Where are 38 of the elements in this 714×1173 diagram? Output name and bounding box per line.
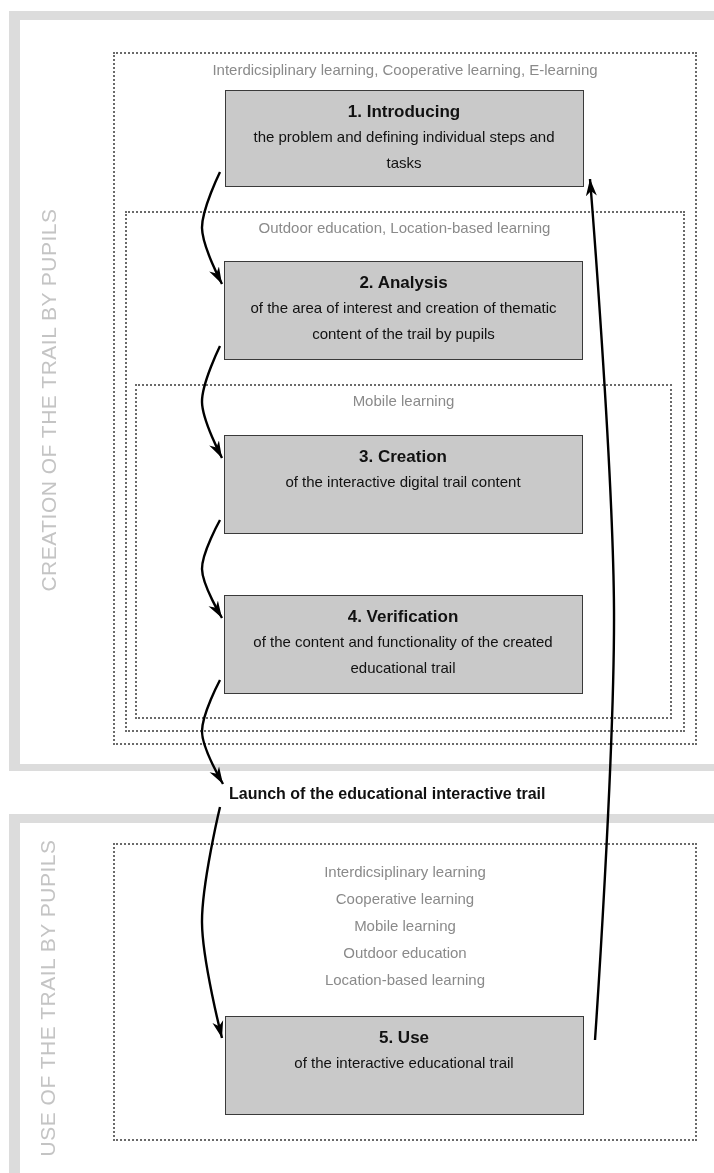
step-description: of the content and functionality of the created educational trail <box>252 631 554 678</box>
arrow <box>200 519 224 619</box>
step-title: 4. Verification <box>347 605 459 628</box>
frame-label: Outdoor education, Location-based learning <box>258 218 551 236</box>
step-description: of the interactive educational trail <box>293 1052 515 1073</box>
milestone-text: Launch of the educational interactive trail <box>229 783 585 805</box>
dotted-frame <box>135 384 672 719</box>
frame-label: Mobile learning <box>352 392 455 409</box>
learning-type: Location-based learning <box>324 971 486 988</box>
arrow <box>585 178 616 1041</box>
step-box <box>224 261 583 360</box>
learning-type: Interdicsiplinary learning <box>324 863 486 880</box>
step-title: 1. Introducing <box>347 100 461 123</box>
learning-type: Mobile learning <box>354 917 456 934</box>
learning-type: Outdoor education <box>343 944 467 961</box>
arrow <box>200 171 224 285</box>
step-box <box>223 594 583 694</box>
step-description: of the area of interest and creation of thematic content of the trail by pupils <box>249 298 558 344</box>
section-panel <box>9 11 714 771</box>
section-title: USE OF THE TRAIL BY PUPILS <box>35 839 60 1157</box>
dotted-frame <box>113 843 697 1141</box>
step-description: of the interactive digital trail content <box>284 471 522 492</box>
step-box <box>224 89 584 187</box>
arrow <box>200 345 224 459</box>
step-title: 5. Use <box>378 1026 430 1049</box>
dotted-frame <box>113 52 697 745</box>
step-box <box>224 1015 584 1115</box>
section-title: CREATION OF THE TRAIL BY PUPILS <box>36 208 61 592</box>
step-title: 3. Creation <box>359 445 447 468</box>
step-box <box>223 434 583 534</box>
frame-label: Interdicsiplinary learning, Cooperative learning, E-learning <box>212 61 598 78</box>
learning-type: Cooperative learning <box>335 890 475 907</box>
step-title: 2. Analysis <box>359 272 448 294</box>
step-description: the problem and defining individual steps and tasks <box>252 126 556 173</box>
section-panel <box>9 814 714 1173</box>
arrow <box>200 679 225 785</box>
dotted-frame <box>124 210 685 732</box>
arrow <box>200 806 224 1039</box>
